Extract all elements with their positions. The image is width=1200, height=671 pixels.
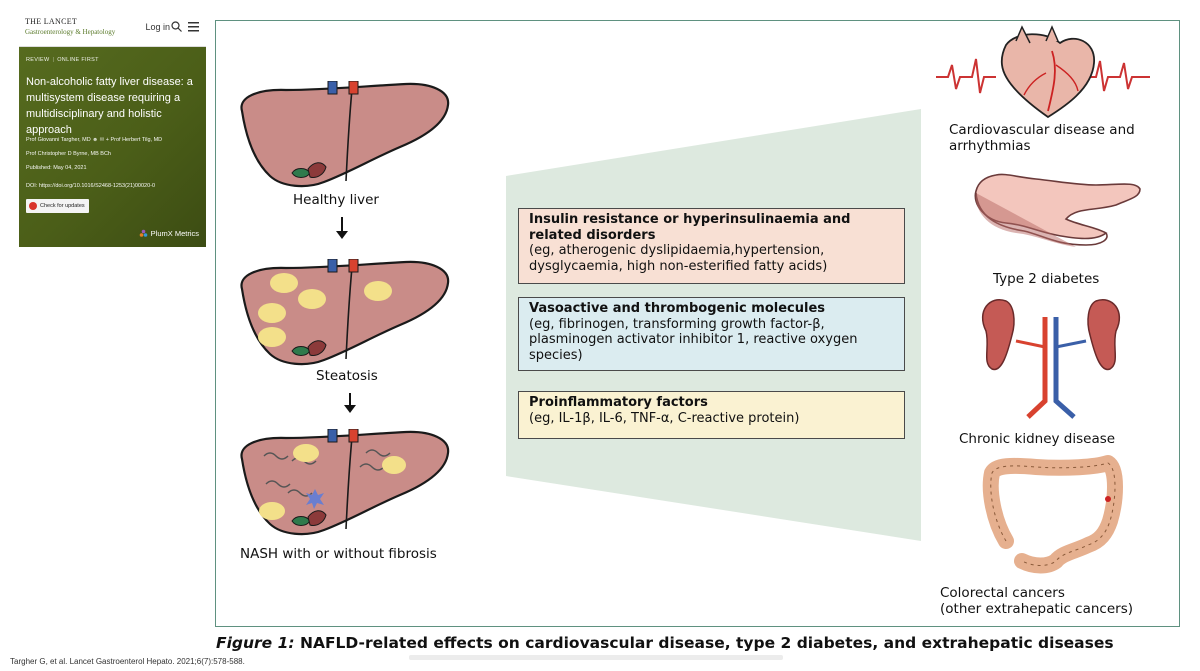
- published-date: Published: May 04, 2021: [26, 165, 87, 171]
- check-updates-button[interactable]: Check for updates: [26, 199, 89, 213]
- author-list-2: Prof Christopher D Byrne, MB BCh: [26, 151, 111, 157]
- author-list: Prof Giovanni Targher, MD ☻ ✉ + Prof Her…: [26, 137, 162, 143]
- citation-text: Targher G, et al. Lancet Gastroenterol H…: [10, 657, 245, 666]
- healthy-liver-label: Healthy liver: [293, 192, 379, 208]
- search-icon[interactable]: [171, 21, 182, 32]
- check-updates-label: Check for updates: [40, 203, 85, 209]
- figure-caption: Figure 1: NAFLD-related effects on cardi…: [216, 634, 1114, 652]
- horizontal-scrollbar[interactable]: [409, 655, 783, 660]
- box-title: Proinflammatory factors: [529, 395, 708, 410]
- plumx-metrics-link[interactable]: PlumX Metrics: [139, 229, 199, 238]
- article-title[interactable]: Non-alcoholic fatty liver disease: a mul…: [26, 76, 193, 136]
- steatosis-liver-illustration: [240, 259, 450, 366]
- colorectal-label-line2: (other extrahepatic cancers): [940, 601, 1133, 617]
- colon-illustration: [982, 455, 1123, 574]
- person-icon: ☻: [92, 137, 99, 143]
- plumx-icon: [139, 229, 147, 237]
- box-detail: (eg, atherogenic dyslipidaemia,hypertens…: [529, 243, 828, 274]
- login-link[interactable]: Log in: [145, 22, 170, 32]
- box-detail: (eg, fibrinogen, transforming growth fac…: [529, 316, 858, 363]
- journal-logo[interactable]: THE LANCET Gastroenterology & Hepatology: [25, 17, 115, 37]
- journal-header: THE LANCET Gastroenterology & Hepatology…: [19, 10, 206, 47]
- journal-subtitle: Gastroenterology & Hepatology: [25, 28, 116, 36]
- colorectal-label-line1: Colorectal cancers: [940, 585, 1065, 601]
- mail-icon: ✉: [99, 137, 105, 143]
- crossmark-icon: [29, 202, 37, 210]
- cardio-label-line1: Cardiovascular disease and: [949, 122, 1135, 138]
- author-link[interactable]: Prof Giovanni Targher, MD: [26, 137, 91, 143]
- tag-review: REVIEW: [26, 57, 50, 63]
- journal-name: THE LANCET: [25, 17, 78, 26]
- nash-liver-illustration: [240, 429, 450, 536]
- cardio-label-line2: arrhythmias: [949, 138, 1031, 154]
- article-tags: REVIEW|ONLINE FIRST: [26, 57, 99, 63]
- figure-caption-label: Figure 1:: [216, 634, 295, 652]
- doi-link[interactable]: DOI: https://doi.org/10.1016/S2468-1253(…: [26, 183, 156, 189]
- plumx-label: PlumX Metrics: [150, 229, 199, 238]
- heart-illustration: [936, 25, 1150, 119]
- insulin-resistance-box: Insulin resistance or hyperinsulinaemia …: [518, 208, 905, 284]
- box-title: Insulin resistance or hyperinsulinaemia …: [529, 212, 851, 243]
- kidney-label: Chronic kidney disease: [959, 431, 1116, 447]
- article-panel: REVIEW|ONLINE FIRST Non-alcoholic fatty …: [19, 47, 206, 247]
- diabetes-label: Type 2 diabetes: [993, 271, 1100, 287]
- article-thumbnail[interactable]: THE LANCET Gastroenterology & Hepatology…: [19, 10, 206, 247]
- tag-online-first: ONLINE FIRST: [57, 57, 99, 63]
- arrow-down-icon: [344, 393, 356, 413]
- box-detail: (eg, IL-1β, IL-6, TNF-α, C-reactive prot…: [529, 410, 800, 426]
- kidneys-illustration: [981, 299, 1121, 419]
- figure-caption-text: NAFLD-related effects on cardiovascular …: [294, 634, 1114, 652]
- healthy-liver-illustration: [240, 81, 450, 188]
- vasoactive-box: Vasoactive and thrombogenic molecules (e…: [518, 297, 905, 371]
- plus-icon: +: [105, 137, 109, 143]
- arrow-down-icon: [336, 217, 348, 239]
- proinflammatory-box: Proinflammatory factors (eg, IL-1β, IL-6…: [518, 391, 905, 439]
- author-link[interactable]: Prof Herbert Tilg, MD: [110, 137, 163, 143]
- author-link[interactable]: Prof Christopher D Byrne, MB BCh: [26, 151, 111, 157]
- pancreas-illustration: [974, 173, 1141, 247]
- steatosis-label: Steatosis: [316, 368, 378, 384]
- menu-icon[interactable]: [188, 22, 199, 32]
- box-title: Vasoactive and thrombogenic molecules: [529, 301, 825, 316]
- nash-label: NASH with or without fibrosis: [240, 546, 437, 562]
